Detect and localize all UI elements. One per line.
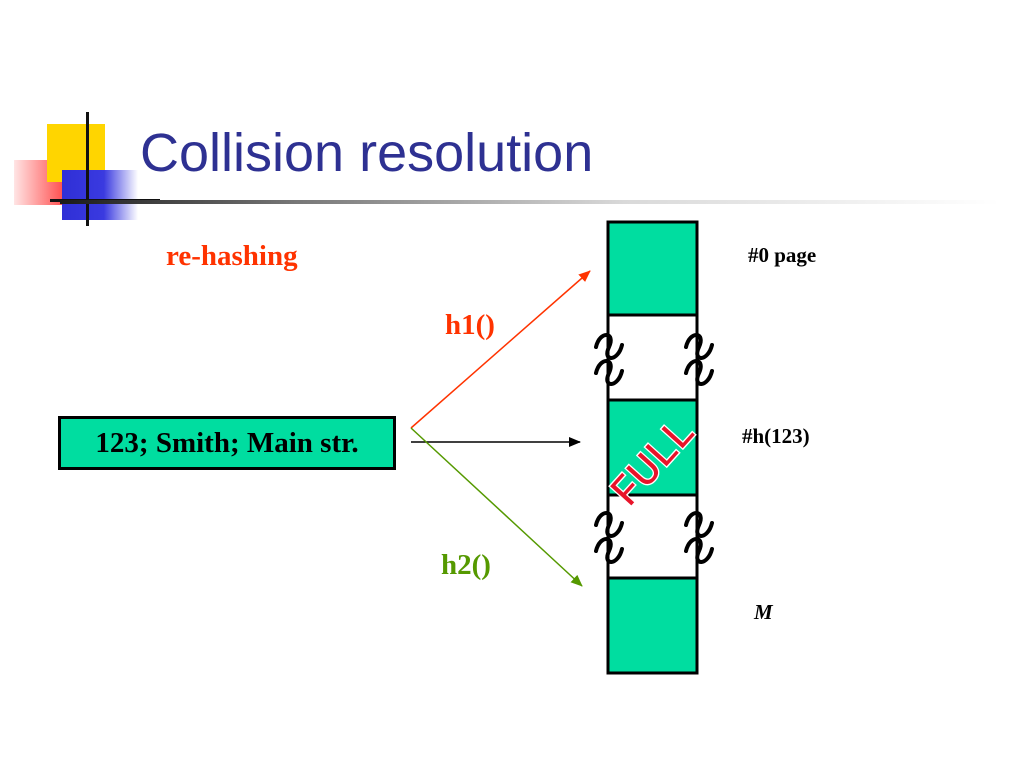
break-mark-upper-right [684, 333, 714, 386]
slide-subtitle: re-hashing [166, 240, 298, 272]
page-h123 [606, 398, 699, 497]
page-m [606, 576, 699, 675]
slide-title: Collision resolution [140, 123, 594, 183]
h2-arrow [410, 427, 583, 587]
h2-label: h2() [441, 549, 491, 581]
page-0-label: #0 page [748, 243, 817, 267]
logo-blue-block [62, 170, 138, 220]
break-mark-lower-right [684, 511, 714, 564]
record-box: 123; Smith; Main str. [58, 416, 396, 470]
page-m-label: M [754, 600, 773, 624]
h1-label: h1() [445, 309, 495, 341]
page-0 [606, 220, 699, 317]
break-mark-lower-left [594, 511, 624, 564]
page-h123-label: #h(123) [742, 424, 810, 448]
h1-arrow [410, 270, 591, 429]
logo-vertical-line [86, 112, 89, 226]
record-text: 123; Smith; Main str. [95, 426, 359, 459]
title-underline [60, 200, 1000, 204]
break-mark-upper-left [594, 333, 624, 386]
